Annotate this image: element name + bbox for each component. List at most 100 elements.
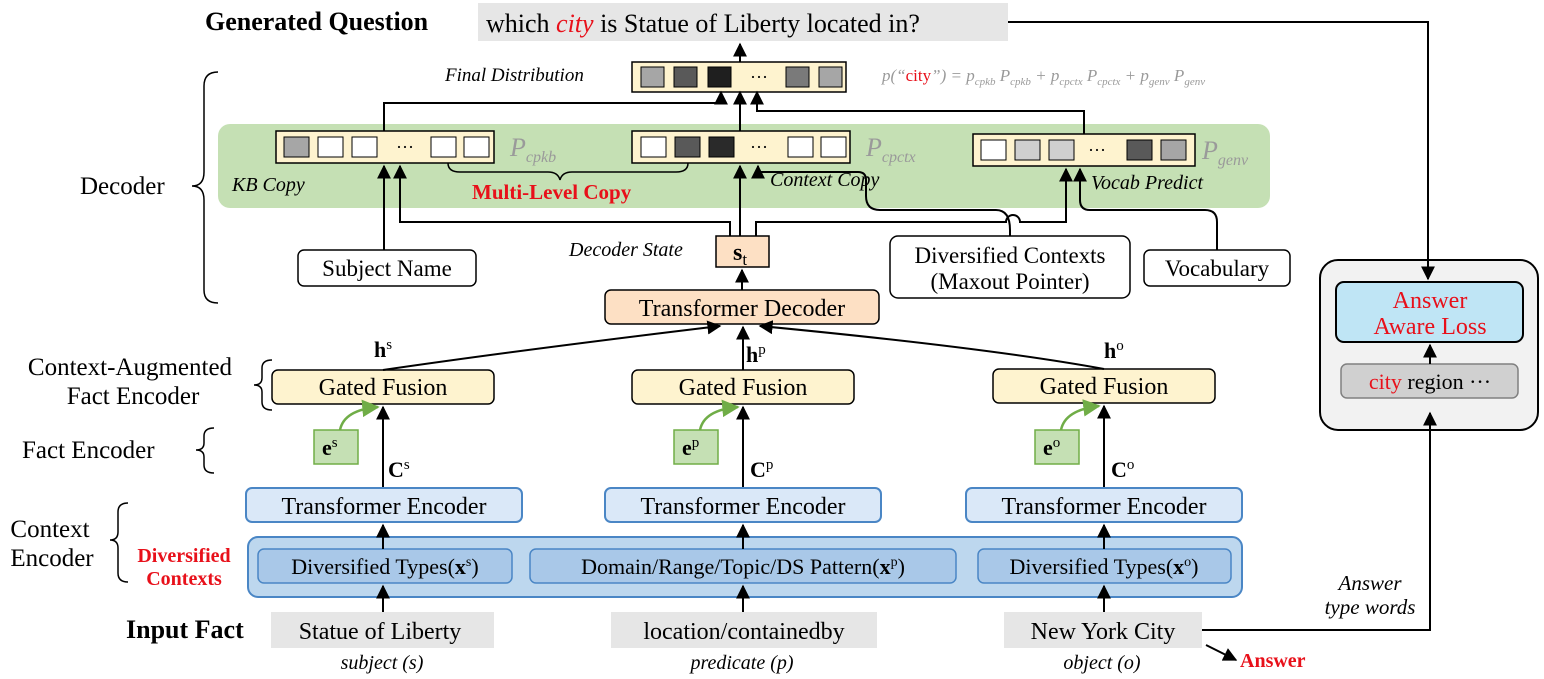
e-s-box — [313, 429, 359, 465]
answer-type-words-line1: Answer — [1337, 571, 1403, 595]
e-s-label: es — [322, 435, 338, 460]
transformer-encoder-object-text: Transformer Encoder — [1001, 494, 1206, 520]
ctx-dist-symbol: Pcpctx — [865, 133, 916, 166]
arrow-vocab-to-voc — [1073, 167, 1218, 250]
transformer-encoder-subject — [245, 487, 523, 523]
e-p-label: ep — [682, 435, 699, 460]
voc-cell — [980, 139, 1007, 161]
object-input-box — [1004, 612, 1202, 648]
subject-name-box — [297, 249, 477, 287]
kb-cell — [351, 136, 378, 158]
voc-cell — [1014, 139, 1041, 161]
e-o-label: eo — [1043, 435, 1060, 460]
arrow-kb-to-final — [383, 90, 728, 131]
h-o-label: ho — [1104, 338, 1124, 363]
predicate-caption: predicate (p) — [688, 652, 793, 674]
ctx-cell — [708, 136, 735, 158]
e-p-box — [673, 429, 719, 465]
transformer-decoder-text: Transformer Decoder — [639, 296, 845, 322]
decoder-label: Decoder — [80, 173, 165, 200]
arrow-state-to-kb — [393, 164, 731, 236]
arrow-e-p — [698, 399, 740, 431]
caf-label-line1: Context-Augmented — [28, 354, 233, 381]
c-p-label: Cp — [750, 457, 773, 482]
arrow-e-s — [338, 399, 380, 431]
diversified-contexts-line1: Diversified Contexts — [915, 243, 1106, 268]
c-o-label: Co — [1111, 457, 1134, 482]
region-words-text: city region ··· — [1369, 369, 1491, 394]
types-subject-box — [257, 548, 513, 584]
ctx-ellipsis: ··· — [750, 137, 768, 157]
context-copy-label: Context Copy — [770, 169, 880, 191]
context-encoder-line2: Encoder — [10, 545, 94, 572]
gated-fusion-subject-text: Gated Fusion — [319, 375, 448, 401]
generated-question-label: Generated Question — [205, 7, 429, 36]
voc-dist-symbol: Pgenv — [1201, 136, 1249, 169]
transformer-encoder-object — [965, 487, 1243, 523]
final-cell — [818, 66, 843, 88]
arrow-gf-o-to-decoder — [758, 320, 1105, 370]
voc-cell — [1160, 139, 1187, 161]
arrow-to-answer — [1205, 644, 1238, 661]
types-subject-text: Diversified Types(xs) — [291, 554, 478, 579]
kb-cell — [463, 136, 490, 158]
ctx-cell — [674, 136, 701, 158]
ctx-cell — [820, 136, 847, 158]
vocab-predict-label: Vocab Predict — [1091, 172, 1203, 194]
arrow-object-to-region — [1202, 411, 1437, 631]
arrow-state-to-voc — [755, 167, 1073, 236]
kb-dist-symbol: Pcpkb — [509, 133, 556, 166]
kb-cell — [283, 136, 310, 158]
decoder-state-symbol: st — [733, 240, 747, 269]
answer-label: Answer — [1240, 650, 1306, 672]
final-formula: p(“city”) = pcpkb Pcpkb + pcpctx Pcpctx … — [881, 66, 1205, 88]
final-ellipsis: ··· — [750, 67, 768, 87]
ctx-cell — [787, 136, 814, 158]
voc-cell — [1048, 139, 1075, 161]
c-s-label: Cs — [388, 457, 410, 482]
h-p-label: hp — [746, 342, 766, 367]
context-encoder-line1: Context — [10, 516, 89, 543]
final-cell — [785, 66, 810, 88]
predicate-input-text: location/containedby — [643, 619, 844, 645]
object-caption: object (o) — [1063, 652, 1141, 674]
predicate-input-box — [611, 612, 877, 648]
diversified-contexts-line2: (Maxout Pointer) — [930, 269, 1089, 294]
kb-cell — [430, 136, 457, 158]
decoder-state-box — [715, 235, 770, 268]
kb-cell — [317, 136, 344, 158]
diversified-contexts-red-line1: Diversified — [137, 545, 230, 567]
fact-encoder-brace — [195, 427, 215, 474]
vocabulary-text: Vocabulary — [1165, 256, 1270, 281]
subject-caption: subject (s) — [341, 652, 424, 674]
transformer-encoder-subject-text: Transformer Encoder — [281, 494, 486, 520]
voc-ellipsis: ··· — [1088, 140, 1106, 160]
types-predicate-text: Domain/Range/Topic/DS Pattern(xp) — [581, 554, 905, 579]
multi-level-copy-label: Multi-Level Copy — [472, 180, 632, 204]
voc-cell — [1126, 139, 1153, 161]
caf-label-line2: Fact Encoder — [67, 383, 200, 410]
multi-level-copy-brace — [447, 162, 689, 181]
object-input-text: New York City — [1031, 619, 1176, 645]
final-distribution-label: Final Distribution — [444, 65, 584, 86]
arrow-gf-s-to-decoder — [382, 320, 722, 371]
ctx-cell — [640, 136, 667, 158]
types-object-text: Diversified Types(xo) — [1010, 554, 1199, 579]
vocab-distribution — [972, 133, 1196, 167]
fact-encoder-label: Fact Encoder — [22, 437, 155, 464]
answer-aware-loss-line2: Aware Loss — [1373, 314, 1486, 340]
context-encoder-brace — [109, 502, 129, 583]
kb-ellipsis: ··· — [396, 137, 414, 157]
answer-aware-loss-box — [1335, 281, 1524, 343]
final-cell — [673, 66, 698, 88]
gated-fusion-object-text: Gated Fusion — [1040, 374, 1169, 400]
subject-name-text: Subject Name — [322, 256, 452, 281]
generated-question-text: which city is Statue of Liberty located … — [486, 9, 920, 38]
transformer-encoder-predicate-text: Transformer Encoder — [640, 494, 845, 520]
final-cell — [640, 66, 665, 88]
subject-input-text: Statue of Liberty — [299, 619, 462, 645]
final-distribution-box — [631, 61, 847, 93]
answer-aware-loss-line1: Answer — [1393, 288, 1468, 314]
input-fact-label: Input Fact — [126, 615, 244, 644]
